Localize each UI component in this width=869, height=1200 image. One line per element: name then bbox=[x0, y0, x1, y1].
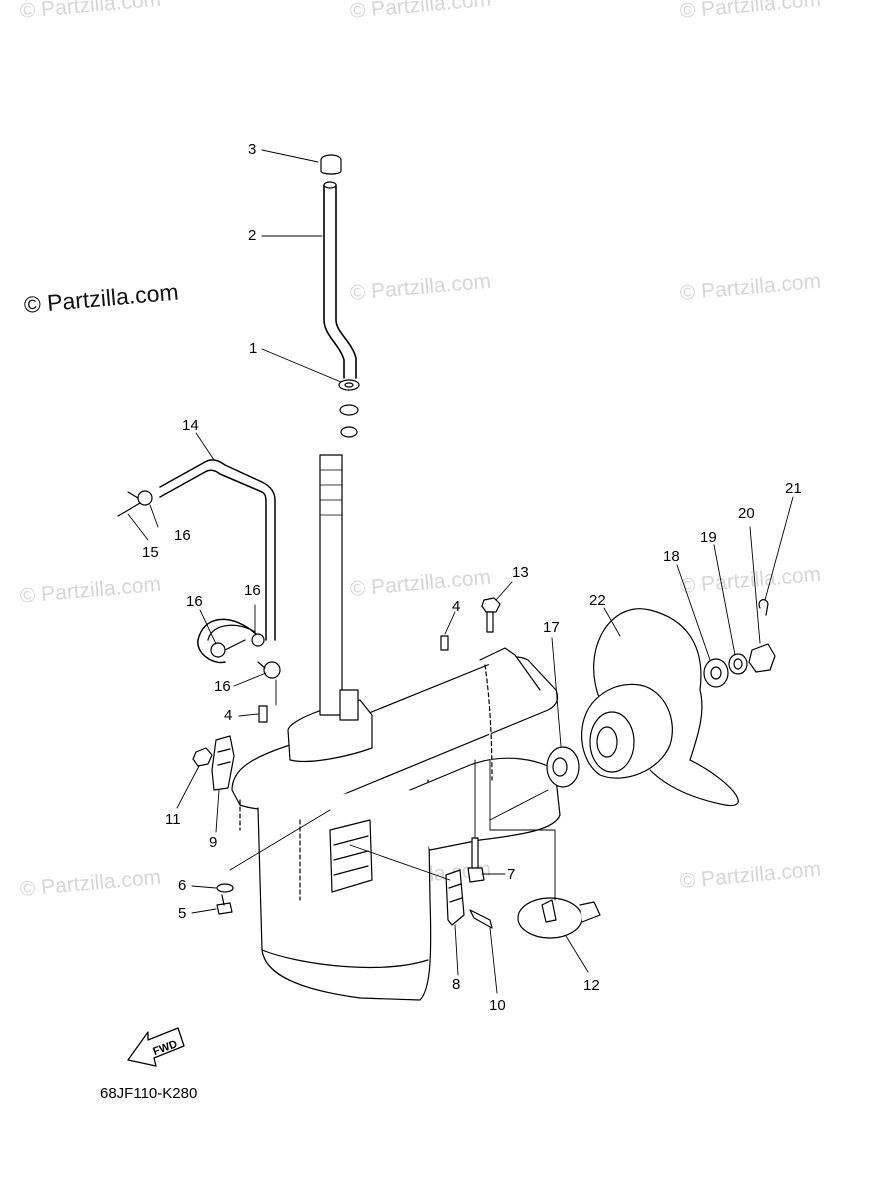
callout-17: 17 bbox=[543, 619, 560, 636]
callout-18: 18 bbox=[663, 548, 680, 565]
leader-lines bbox=[127, 149, 794, 994]
propeller-nut-20 bbox=[748, 643, 776, 673]
washer-6 bbox=[216, 883, 234, 893]
callout-7: 7 bbox=[507, 866, 516, 883]
propeller-22 bbox=[581, 608, 739, 807]
callout-8: 8 bbox=[452, 976, 461, 993]
callout-12: 12 bbox=[583, 977, 600, 994]
fwd-arrow-icon bbox=[127, 1027, 185, 1067]
nut-11 bbox=[192, 747, 213, 767]
grommet-seals bbox=[338, 379, 360, 438]
bolt-13 bbox=[481, 597, 501, 633]
diagram-code: 68JF110-K280 bbox=[100, 1085, 198, 1102]
spacer-18 bbox=[703, 658, 729, 688]
callout-16: 16 bbox=[244, 582, 261, 599]
anode-9 bbox=[211, 735, 235, 791]
callout-6: 6 bbox=[178, 877, 187, 894]
lower-casing bbox=[231, 647, 561, 1001]
anode-8 bbox=[445, 869, 465, 926]
trim-tab-12 bbox=[517, 897, 601, 939]
callout-3: 3 bbox=[248, 141, 257, 158]
callout-16: 16 bbox=[214, 678, 231, 695]
callout-13: 13 bbox=[512, 564, 529, 581]
callout-20: 20 bbox=[738, 505, 755, 522]
washer-19 bbox=[728, 653, 748, 675]
cotter-pin-21 bbox=[758, 599, 769, 616]
callout-4: 4 bbox=[452, 598, 461, 615]
callout-16: 16 bbox=[186, 593, 203, 610]
bolt-5 bbox=[216, 894, 233, 915]
callout-11: 11 bbox=[165, 811, 181, 828]
callout-10: 10 bbox=[489, 997, 506, 1014]
callout-21: 21 bbox=[785, 480, 802, 497]
hose bbox=[159, 459, 276, 664]
bolt-10 bbox=[469, 909, 493, 929]
grommet-top bbox=[320, 154, 342, 175]
callout-9: 9 bbox=[209, 834, 218, 851]
callout-15: 15 bbox=[142, 544, 159, 561]
callout-14: 14 bbox=[182, 417, 199, 434]
water-tube bbox=[323, 181, 357, 379]
dowel-pins bbox=[258, 635, 449, 723]
callout-19: 19 bbox=[700, 529, 717, 546]
thrust-washer-17 bbox=[546, 746, 580, 788]
callout-5: 5 bbox=[178, 905, 187, 922]
callout-2: 2 bbox=[248, 227, 257, 244]
callout-1: 1 bbox=[249, 340, 258, 357]
callout-16: 16 bbox=[174, 527, 191, 544]
callout-4: 4 bbox=[224, 707, 233, 724]
drive-shaft bbox=[319, 454, 359, 721]
hose-clamps bbox=[117, 490, 281, 679]
bolt-7 bbox=[467, 837, 485, 883]
callout-22: 22 bbox=[589, 592, 606, 609]
